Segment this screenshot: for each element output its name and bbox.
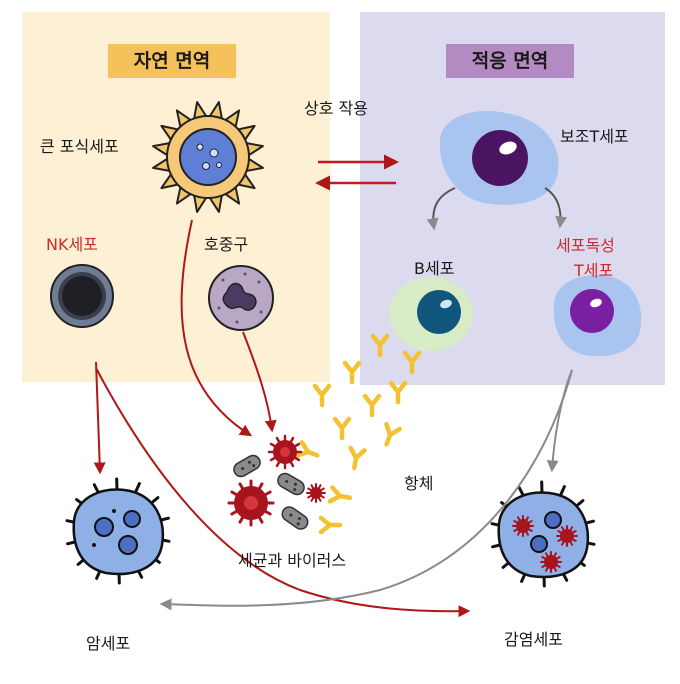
cancer-cell-label: 암세포: [86, 634, 131, 653]
innate-pathway-arrows: [93, 219, 471, 618]
cytotoxic-t-cell-label-line1: 세포독성: [556, 236, 615, 255]
differentiation-arrows: [426, 187, 568, 231]
nk-cell-icon: [50, 264, 114, 328]
b-cell-label: B세포: [414, 259, 455, 278]
adaptive-pathway-arrows: [159, 369, 573, 611]
nk-cell-label: NK세포: [46, 235, 98, 254]
pathogens-label: 세균과 바이러스: [238, 551, 347, 570]
pathogens: [227, 434, 326, 530]
b-cell-icon: [389, 277, 473, 351]
helper-t-cell-icon: [439, 111, 559, 205]
virus-icon: [227, 479, 275, 527]
interaction-arrows: [315, 154, 399, 191]
neutrophil-label: 호중구: [204, 235, 249, 254]
helper-t-cell-label: 보조T세포: [560, 127, 629, 146]
adaptive-immunity-title: 적응 면역: [446, 44, 574, 78]
bacterium-icon: [277, 472, 305, 496]
neutrophil-icon: [208, 265, 274, 331]
macrophage-icon: [152, 101, 264, 213]
cytotoxic-t-cell-icon: [553, 275, 642, 357]
interaction-label: 상호 작용: [304, 99, 368, 118]
innate-immunity-title: 자연 면역: [108, 44, 236, 78]
macrophage-label: 큰 포식세포: [40, 137, 119, 156]
bacterium-icon: [233, 454, 261, 478]
virus-icon: [306, 483, 326, 503]
infected-cell-label: 감염세포: [504, 630, 563, 649]
virus-icon: [267, 434, 303, 470]
cytotoxic-t-cell-label-line2: T세포: [574, 261, 614, 280]
cancer-cell-icon: [65, 477, 171, 585]
antibody-label: 항체: [404, 474, 434, 493]
bacterium-icon: [281, 506, 309, 530]
infected-cell-icon: [490, 480, 596, 588]
